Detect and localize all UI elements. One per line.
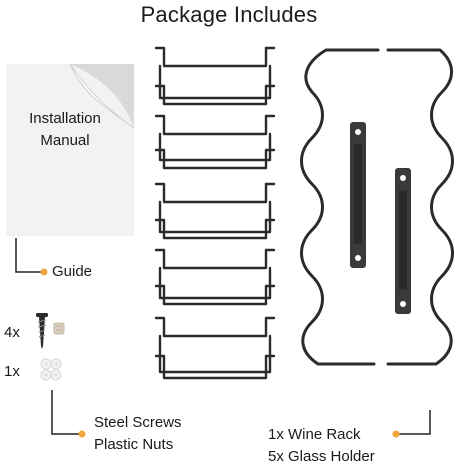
rack-label-line1: 1x Wine Rack	[268, 426, 361, 443]
guide-label: Guide	[52, 263, 93, 280]
manual-booklet-icon	[6, 63, 135, 236]
page-title: Package Includes	[140, 2, 318, 27]
mounting-bracket-icon	[395, 168, 411, 314]
rack-callout	[392, 410, 431, 438]
wall-anchor-icon	[53, 322, 65, 335]
hardware-label-line2: Plastic Nuts	[94, 436, 174, 453]
mounting-bracket-icon	[350, 122, 366, 268]
rack-label-line2: 5x Glass Holder	[268, 448, 375, 465]
hardware-label: Steel Screws Plastic Nuts	[94, 412, 182, 456]
screw-icon	[36, 313, 48, 349]
plastic-nuts-icon	[40, 358, 62, 381]
screws-quantity: 4x	[4, 324, 20, 341]
manual-title-line2: Manual	[40, 132, 90, 149]
rack-label: 1x Wine Rack 5x Glass Holder	[268, 424, 375, 468]
hardware-callout	[51, 390, 86, 438]
guide-callout	[15, 238, 48, 276]
manual-title-line1: Installation	[29, 110, 101, 127]
glass-holder-icon	[154, 46, 276, 380]
manual-title: Installation Manual	[6, 108, 124, 152]
nuts-quantity: 1x	[4, 363, 20, 380]
wine-rack-icon	[300, 48, 454, 366]
hardware-label-line1: Steel Screws	[94, 414, 182, 431]
